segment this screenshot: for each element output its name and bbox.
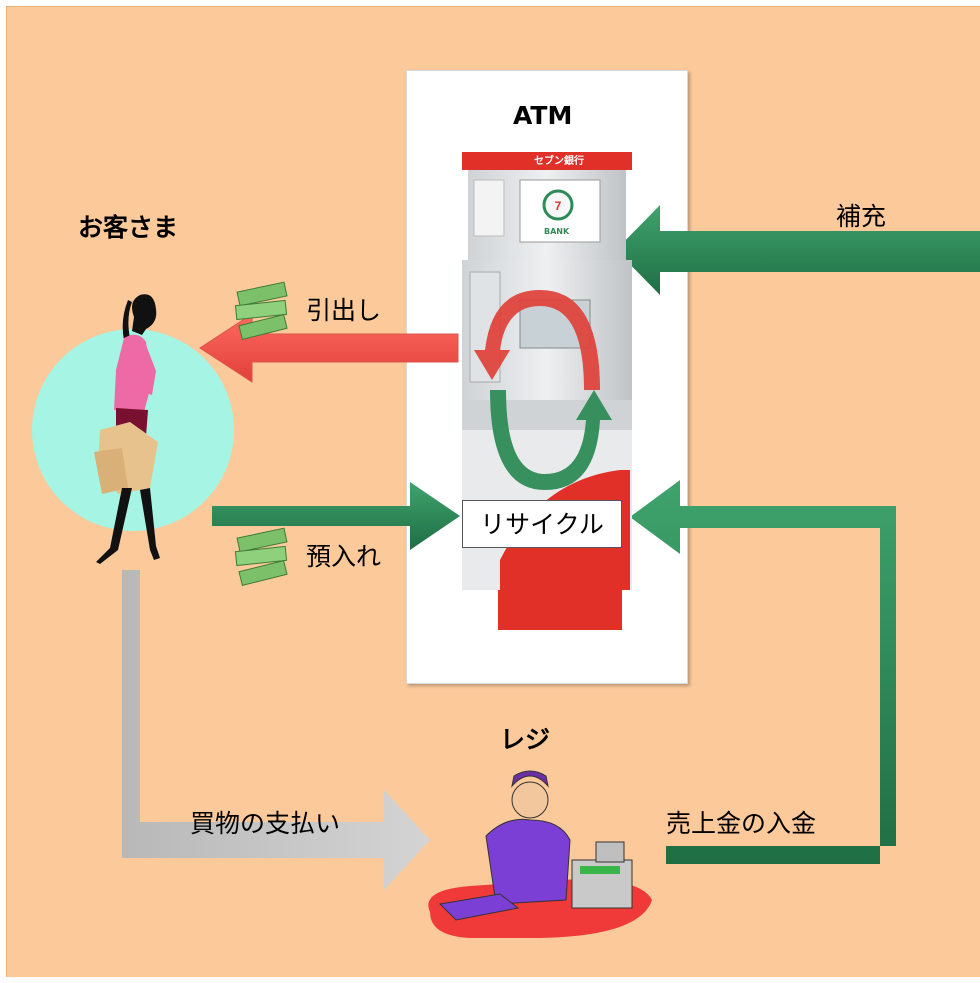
- deposit-label: 預入れ: [306, 542, 382, 571]
- sales-deposit-arrow: [630, 480, 896, 864]
- atm-title: ATM: [513, 101, 573, 130]
- shopping-payment-arrow: [122, 570, 430, 890]
- deposit-arrow: [212, 482, 460, 550]
- recycle-green-arrow: [490, 390, 612, 490]
- atm-brand-name: セブン銀行: [534, 156, 584, 167]
- customer-label: お客さま: [78, 213, 179, 242]
- woman-shopper-icon: [94, 294, 160, 564]
- replenish-arrow: [616, 205, 980, 295]
- withdrawal-label: 引出し: [306, 296, 382, 325]
- svg-text:7: 7: [555, 199, 562, 213]
- recycle-label-box: リサイクル: [462, 500, 622, 548]
- recycle-red-arrow: [474, 290, 600, 390]
- money-stack-icon: [234, 527, 288, 586]
- money-stack-icon: [234, 281, 288, 340]
- atm-machine-icon: 7: [462, 152, 632, 630]
- register-label: レジ: [500, 725, 551, 754]
- recycle-label: リサイクル: [480, 509, 604, 539]
- replenish-label: 補充: [836, 202, 887, 231]
- sales-deposit-label: 売上金の入金: [666, 809, 817, 838]
- cash-register-icon: [571, 841, 633, 909]
- atm-screen-badge: BANK: [544, 227, 570, 236]
- shopping-payment-label: 買物の支払い: [190, 809, 341, 838]
